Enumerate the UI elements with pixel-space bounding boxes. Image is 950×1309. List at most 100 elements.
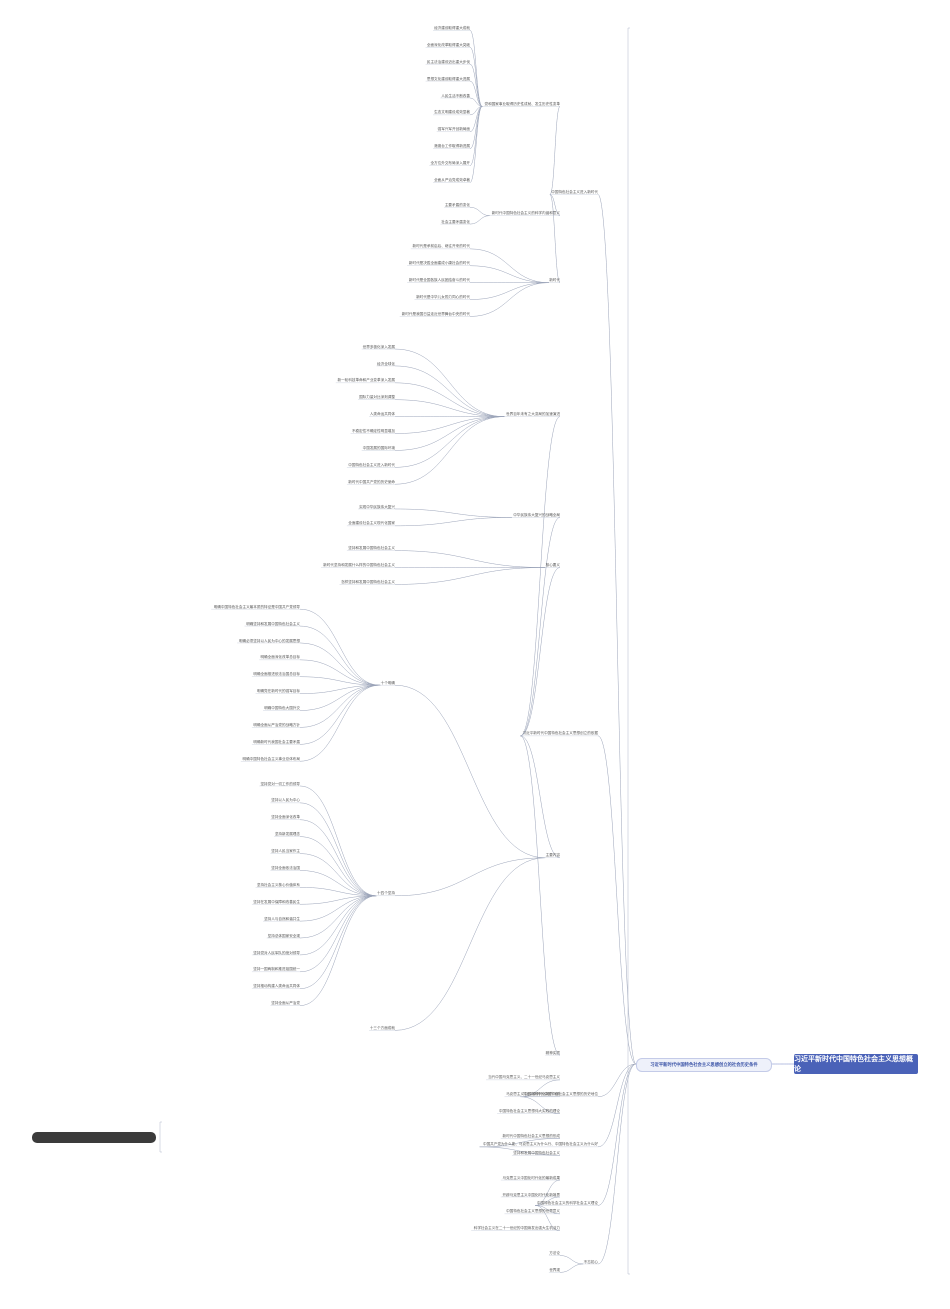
topic-node[interactable]: 坚持和发展中国特色社会主义 (348, 546, 395, 551)
connector-line (520, 735, 561, 1056)
topic-node[interactable]: 当代中国马克思主义、二十一世纪马克思主义 (488, 1075, 560, 1080)
topic-node[interactable]: 国际力量对比深刻调整 (359, 395, 395, 400)
topic-node[interactable]: 不忘初心 (583, 1259, 598, 1264)
connector-line (597, 1063, 637, 1098)
topic-node[interactable]: 世界百年未有之大变局的加速演进 (506, 412, 560, 417)
topic-node[interactable]: 坚持党对人民军队的绝对领导 (253, 950, 300, 955)
topic-node[interactable]: 强军兴军开创新局面 (437, 127, 470, 132)
connector-line (299, 684, 381, 694)
topic-node[interactable]: 习近平新时代中国特色社会主义思想的历史地位 (522, 1092, 598, 1097)
connector-line (469, 206, 490, 216)
connector-line (394, 857, 546, 897)
topic-node[interactable]: 坚持全面依法治国 (271, 866, 300, 871)
connector-line (469, 265, 549, 283)
topic-node[interactable]: 港澳台工作取得新进展 (434, 144, 470, 149)
topic-node[interactable]: 全面从严治党成效卓著 (434, 178, 470, 183)
topic-node[interactable]: 世界多极化深入发展 (362, 344, 395, 349)
topic-node[interactable]: 明确坚持和发展中国特色社会主义 (246, 621, 300, 626)
topic-node[interactable]: 新一轮科技革命和产业变革深入发展 (337, 378, 395, 383)
topic-node[interactable]: 人类命运共同体 (369, 412, 395, 417)
topic-node[interactable]: 明确中国特色社会主义事业总体布局 (242, 756, 300, 761)
topic-node[interactable]: 全方位外交布局深入展开 (430, 161, 470, 166)
topic-node[interactable]: 十三个方面成就 (369, 1025, 395, 1030)
topic-node[interactable]: 明确必须坚持以人民为中心的发展思想 (238, 638, 300, 643)
connector-line (394, 550, 546, 568)
topic-node[interactable]: 中国特色社会主义思想伟大实践的理论 (498, 1109, 560, 1114)
topic-node[interactable]: 新时代是决胜全面建成小康社会的时代 (408, 261, 470, 266)
connector-line (559, 1263, 584, 1273)
topic-node[interactable]: 中华民族伟大复兴的战略全局 (513, 513, 560, 518)
connector-line (535, 1179, 561, 1206)
root-topic[interactable]: 习近平新时代中国特色社会主义思想概论 (794, 1054, 918, 1074)
topic-node[interactable]: 坚持新发展理念 (274, 832, 300, 837)
topic-node[interactable]: 新时代中国共产党的历史使命 (348, 479, 395, 484)
topic-node[interactable]: 全面建设社会主义现代化国家 (348, 521, 395, 526)
topic-node[interactable]: 明确新时代我国社会主要矛盾 (253, 739, 300, 744)
topic-node[interactable]: 马克思主义中国化时代化的最新成果 (502, 1175, 560, 1180)
topic-node[interactable]: 思想文化建设取得重大进展 (426, 76, 470, 81)
topic-node[interactable]: 坚持一国两制和推进祖国统一 (253, 967, 300, 972)
topic-node[interactable]: 明确全面深化改革总目标 (260, 655, 300, 660)
topic-node[interactable]: 新时代是我国日益走近世界舞台中央的时代 (401, 312, 470, 317)
topic-node[interactable]: 马克思主义中国化时代化新的飞跃 (506, 1092, 560, 1097)
topic-node[interactable]: 明确全面推进依法治国总目标 (253, 672, 300, 677)
topic-node[interactable]: 新时代是全国各族人民团结奋斗的时代 (408, 278, 470, 283)
topic-node[interactable]: 主要内容 (545, 853, 560, 858)
connector-line (394, 857, 546, 1031)
connector-line (469, 215, 490, 225)
topic-node[interactable]: 人民生活不断改善 (441, 93, 470, 98)
topic-node[interactable]: 中国特色社会主义进入新时代 (551, 190, 598, 195)
topic-node[interactable]: 方法论 (549, 1251, 560, 1256)
topic-node[interactable]: 明确全面从严治党的战略方针 (253, 723, 300, 728)
topic-node[interactable]: 怎样坚持和发展中国特色社会主义 (341, 580, 395, 584)
topic-node[interactable]: 新时代坚持和发展什么样的中国特色社会主义 (323, 563, 395, 568)
topic-node[interactable]: 不稳定性不确定性明显增加 (351, 429, 395, 434)
topic-node[interactable]: 新时代中国特色社会主义思想的形成 (502, 1134, 560, 1139)
topic-node[interactable]: 中国特色社会主义的科学社会主义理论 (536, 1201, 598, 1205)
topic-node[interactable]: 十个明确 (380, 680, 395, 685)
topic-node[interactable]: 主要矛盾的变化 (444, 202, 470, 207)
topic-node[interactable]: 全面深化改革取得重大突破 (426, 42, 470, 47)
topic-node[interactable]: 坚持总体国家安全观 (267, 933, 300, 938)
connector-line (479, 1146, 561, 1156)
level1-topic[interactable]: 习近平新时代中国特色社会主义思想创立的社会历史条件 (636, 1058, 772, 1072)
topic-node[interactable]: 坚持人民当家作主 (271, 849, 300, 854)
topic-node[interactable]: 中国特色社会主义进入新时代 (348, 462, 395, 467)
topic-node[interactable]: 坚持社会主义核心价值体系 (256, 882, 300, 887)
topic-node[interactable]: 新时代是承前启后、继往开来的时代 (412, 244, 470, 249)
topic-node[interactable]: 世界观 (549, 1268, 560, 1272)
topic-node[interactable]: 坚持以人民为中心 (271, 798, 300, 803)
topic-node[interactable]: 十四个坚持 (377, 891, 395, 896)
topic-node[interactable]: 明确党在新时代的强军目标 (256, 689, 300, 694)
topic-node[interactable]: 明确中国特色大国外交 (264, 706, 300, 711)
topic-node[interactable]: 坚持党对一切工作的领导 (260, 781, 300, 786)
topic-node[interactable]: 中国发展的国际环境 (362, 446, 395, 451)
topic-node[interactable]: 经济建设取得重大成就 (434, 26, 470, 30)
topic-node[interactable]: 社会主要矛盾变化 (441, 219, 470, 224)
topic-node[interactable]: 新时代是中华儿女勠力同心的时代 (416, 295, 470, 300)
topic-node[interactable]: 坚持在发展中保障和改善民生 (253, 899, 300, 904)
connector-line (469, 282, 549, 317)
topic-node[interactable]: 习近平新时代中国特色社会主义思想创立的依据 (522, 731, 598, 736)
topic-node[interactable]: 党和国家事业取得历史性成就、发生历史性变革 (484, 102, 560, 107)
topic-node[interactable]: 中国特色社会主义思想的世界意义 (506, 1209, 560, 1214)
topic-node[interactable]: 生态文明建设成效显著 (434, 110, 470, 115)
topic-node[interactable]: 民主法治建设迈出重大步伐 (426, 59, 470, 64)
topic-node[interactable]: 中国共产党为什么能、马克思主义为什么行、中国特色社会主义为什么好 (482, 1142, 598, 1147)
connector-line (597, 194, 637, 1065)
topic-node[interactable]: 明确中国特色社会主义最本质的特征是中国共产党领导 (213, 604, 300, 609)
topic-node[interactable]: 坚持全面从严治党 (271, 1001, 300, 1006)
topic-node[interactable]: 坚持全面深化改革 (271, 815, 300, 820)
topic-node[interactable]: 实现中华民族伟大复兴 (359, 504, 395, 509)
topic-node[interactable]: 新时代 (549, 278, 560, 283)
topic-node[interactable]: 经济全球化 (377, 361, 395, 366)
topic-node[interactable]: 新时代中国特色社会主义的科学内涵和意义 (491, 211, 560, 216)
topic-node[interactable]: 核心要义 (545, 563, 560, 568)
connector-line (394, 416, 505, 434)
topic-node[interactable]: 坚持推动构建人类命运共同体 (253, 984, 300, 989)
topic-node[interactable]: 坚持人与自然和谐共生 (264, 916, 300, 921)
topic-node[interactable]: 坚持和发展中国特色社会主义 (513, 1150, 560, 1155)
topic-node[interactable]: 开辟马克思主义中国化时代化新境界 (502, 1192, 560, 1197)
topic-node[interactable]: 精神实质 (545, 1050, 560, 1055)
topic-node[interactable]: 科学社会主义在二十一世纪的中国焕发出强大生机活力 (473, 1226, 560, 1231)
